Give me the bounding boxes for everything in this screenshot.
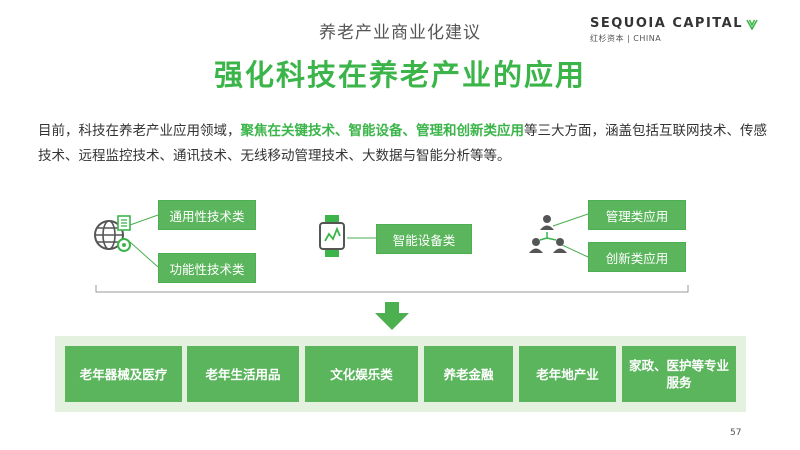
category-culture-entertainment: 文化娱乐类 [305, 346, 418, 402]
intro-paragraph: 目前，科技在养老产业应用领域，聚焦在关键技术、智能设备、管理和创新类应用等三大方… [38, 119, 768, 169]
category-real-estate: 老年地产业 [519, 346, 616, 402]
intro-text-1: 目前，科技在养老产业应用领域， [38, 123, 241, 139]
page-title: 强化科技在养老产业的应用 [213, 58, 586, 92]
box-general-tech: 通用性技术类 [158, 200, 256, 230]
company-logo: SEQUOIA CAPITAL 红杉资本 | CHINA [590, 16, 758, 44]
people-network-icon [529, 215, 567, 253]
box-innovation-apps: 创新类应用 [588, 242, 686, 272]
logo-subtitle: 红杉资本 | CHINA [590, 34, 662, 43]
category-professional-services: 家政、医护等专业服务 [622, 346, 736, 402]
logo-wordmark: SEQUOIA CAPITAL [590, 16, 758, 31]
intro-highlight: 聚焦在关键技术、智能设备、管理和创新类应用 [240, 123, 525, 139]
section-subtitle: 养老产业商业化建议 [319, 23, 481, 43]
box-smart-devices: 智能设备类 [376, 224, 472, 254]
box-functional-tech: 功能性技术类 [158, 253, 256, 283]
page-number: 57 [730, 428, 742, 438]
intro-text-2: 等三大方面，涵盖包括互联网技术、传感技术、远程监控技术、通讯技术、无线移动管理技… [38, 123, 767, 164]
globe-network-icon [94, 215, 131, 252]
category-medical-devices: 老年器械及医疗 [65, 346, 182, 402]
category-elderly-finance: 养老金融 [424, 346, 513, 402]
logo-text: SEQUOIA CAPITAL [590, 16, 743, 31]
category-daily-goods: 老年生活用品 [187, 346, 299, 402]
sequoia-leaf-icon [746, 19, 758, 30]
smartwatch-icon [319, 215, 345, 257]
box-management-apps: 管理类应用 [588, 200, 686, 230]
